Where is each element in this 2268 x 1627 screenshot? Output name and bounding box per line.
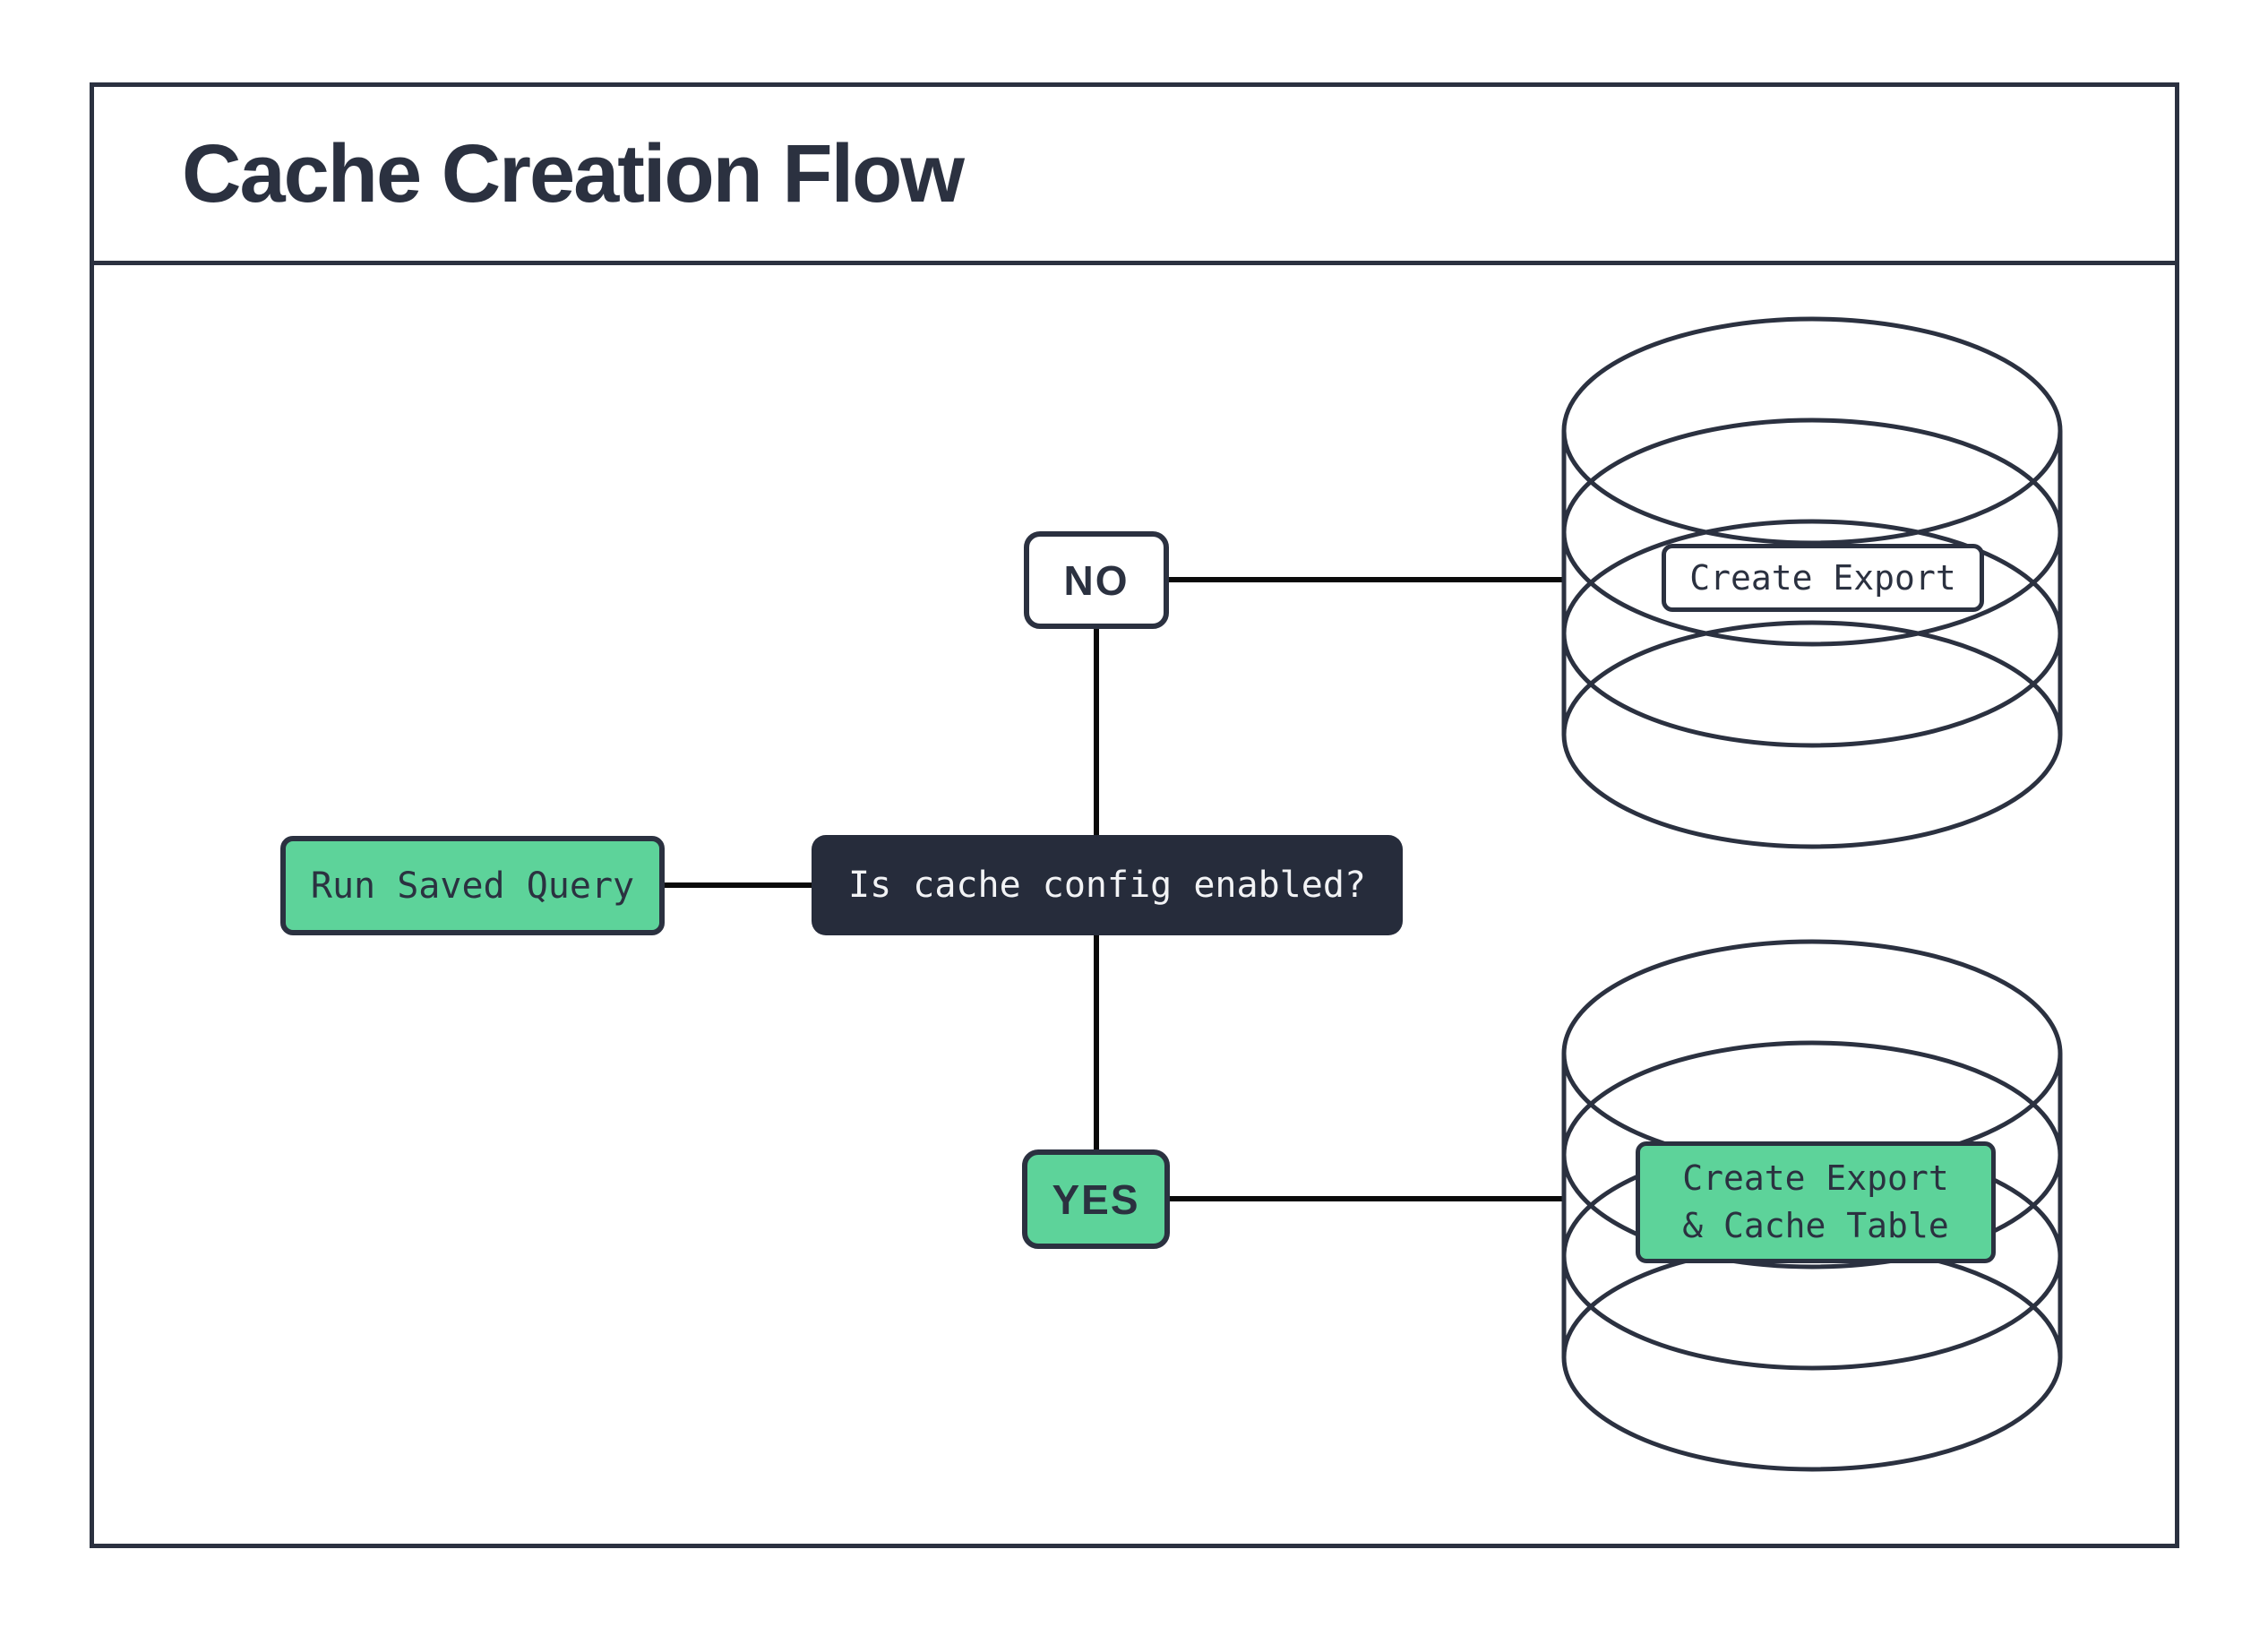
node-create-export-cache-table[interactable]: Create Export & Cache Table xyxy=(1636,1141,1996,1263)
cylinder-disc xyxy=(1561,316,2063,546)
diagram-title: Cache Creation Flow xyxy=(182,127,965,220)
title-bar: Cache Creation Flow xyxy=(94,87,2175,265)
cylinder-disc xyxy=(1561,620,2063,849)
diagram-frame: Cache Creation Flow xyxy=(90,82,2179,1548)
node-yes-branch[interactable]: YES xyxy=(1022,1149,1170,1249)
node-decision-cache-config[interactable]: Is cache config enabled? xyxy=(812,835,1403,935)
node-create-export[interactable]: Create Export xyxy=(1662,544,1984,612)
cylinder-disc xyxy=(1561,1243,2063,1472)
node-label-line: & Cache Table xyxy=(1682,1206,1949,1245)
database-cylinder-export-icon[interactable] xyxy=(1561,316,2063,849)
cylinder-disc xyxy=(1561,939,2063,1168)
database-cylinder-export-cache-icon[interactable] xyxy=(1561,939,2063,1472)
node-no-branch[interactable]: NO xyxy=(1024,531,1169,629)
node-run-saved-query[interactable]: Run Saved Query xyxy=(280,836,665,935)
node-label-line: Create Export xyxy=(1682,1158,1949,1198)
